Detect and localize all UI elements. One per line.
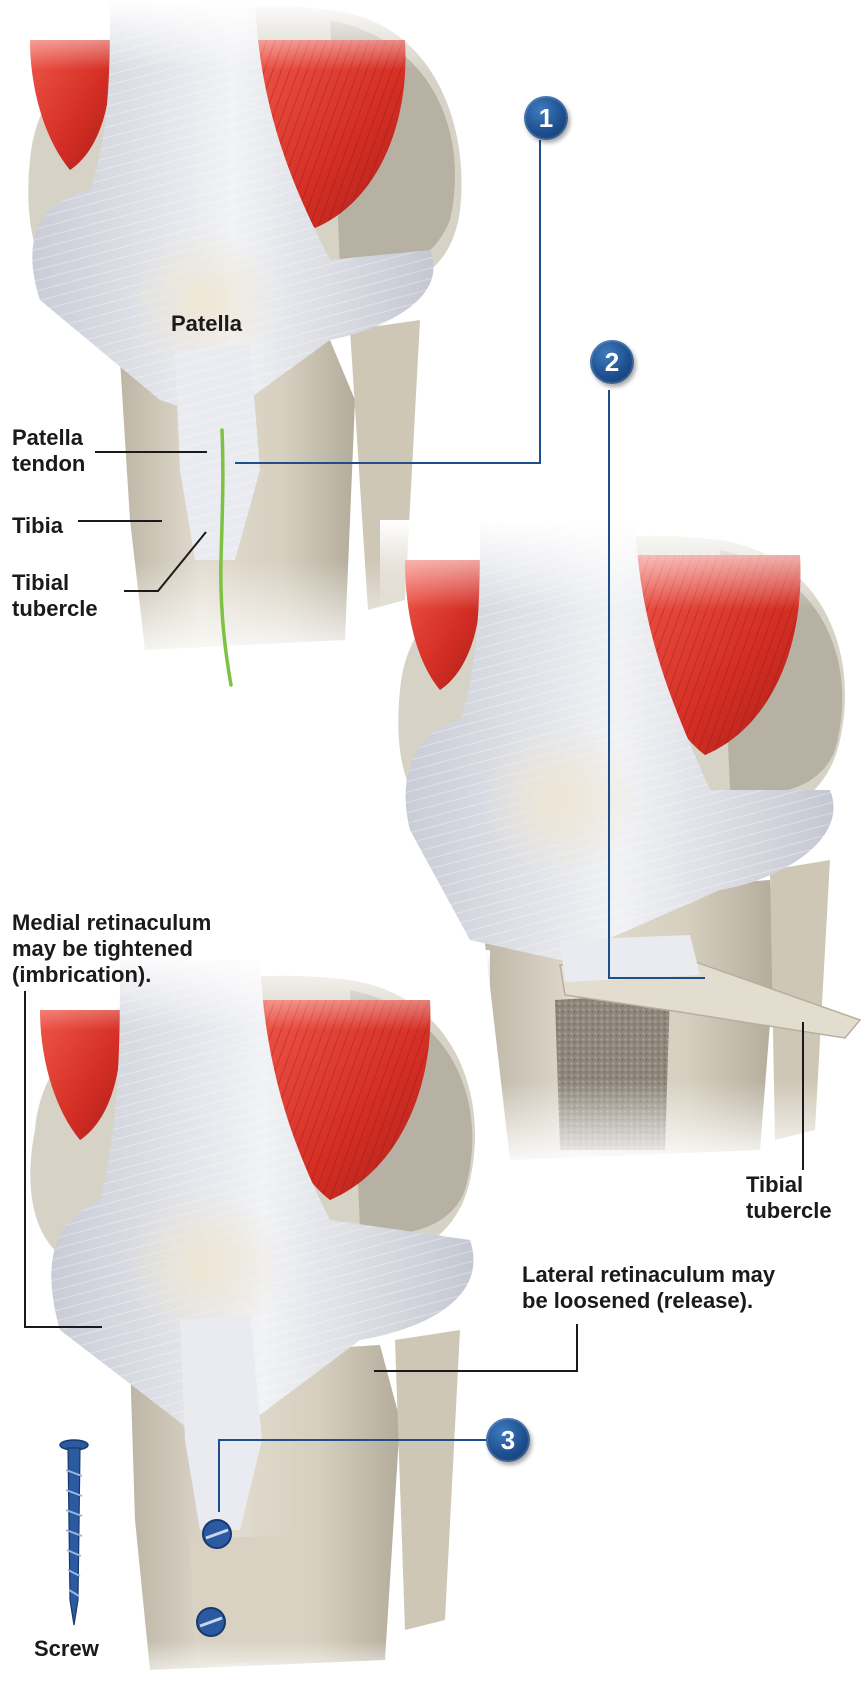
label-line: may be tightened — [12, 936, 211, 962]
screw-illustration — [60, 1440, 88, 1625]
label-line: Lateral retinaculum may — [522, 1262, 775, 1288]
label-screw: Screw — [34, 1636, 99, 1662]
screw-head-upper — [203, 1520, 231, 1548]
label-line: tendon — [12, 451, 85, 477]
label-patella: Patella — [171, 311, 242, 337]
step-2-badge: 2 — [590, 340, 634, 384]
label-patella-tendon: Patella tendon — [12, 425, 85, 477]
fibula-shape-3 — [395, 1330, 460, 1630]
step-1-badge: 1 — [524, 96, 568, 140]
label-line: Medial retinaculum — [12, 910, 211, 936]
step-3-badge: 3 — [486, 1418, 530, 1462]
label-tibial-tubercle-1: Tibial tubercle — [12, 570, 98, 622]
label-line: (imbrication). — [12, 962, 211, 988]
label-tibial-tubercle-2: Tibial tubercle — [746, 1172, 832, 1224]
label-line: Patella — [12, 425, 85, 451]
label-line: tubercle — [746, 1198, 832, 1224]
label-line: Tibial — [746, 1172, 832, 1198]
label-line: tubercle — [12, 596, 98, 622]
label-lateral-retinaculum: Lateral retinaculum may be loosened (rel… — [522, 1262, 775, 1314]
label-tibia: Tibia — [12, 513, 63, 539]
label-medial-retinaculum: Medial retinaculum may be tightened (imb… — [12, 910, 211, 988]
label-line: be loosened (release). — [522, 1288, 775, 1314]
label-line: Tibial — [12, 570, 98, 596]
screw-head-lower — [197, 1608, 225, 1636]
knee-view-3 — [20, 950, 490, 1689]
